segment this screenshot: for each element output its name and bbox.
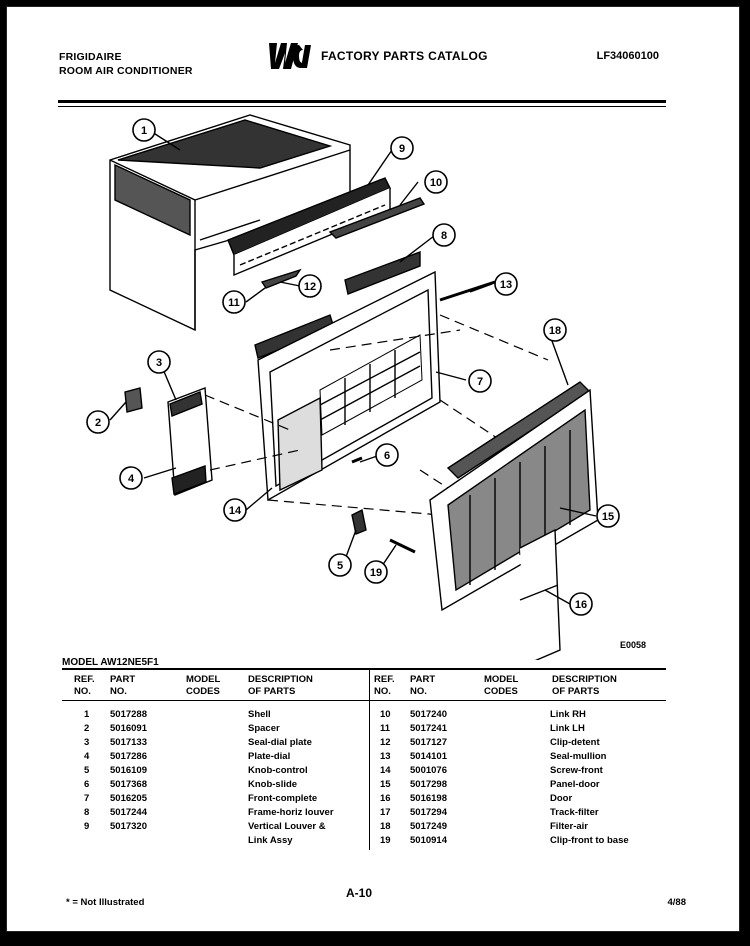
catalog-title: FACTORY PARTS CATALOG <box>321 49 488 63</box>
diagram-id: E0058 <box>620 640 647 650</box>
callout-19: 19 <box>370 567 382 579</box>
clip-part <box>260 268 302 289</box>
callout-6: 6 <box>384 450 390 462</box>
link-part <box>328 197 426 239</box>
catalog-number: LF34060100 <box>596 50 659 62</box>
callout-14: 14 <box>229 505 242 517</box>
callout-15: 15 <box>602 511 614 523</box>
callout-4: 4 <box>128 473 135 485</box>
callout-12: 12 <box>304 281 316 293</box>
header-codes-left: MODEL CODES <box>186 674 221 697</box>
knob-control-part <box>351 508 367 535</box>
table-top-rule <box>62 668 666 670</box>
callout-10: 10 <box>430 177 442 189</box>
header-title-block: FACTORY PARTS CATALOG <box>263 41 488 71</box>
print-date: 4/88 <box>667 897 687 908</box>
header-part-left: PART NO. <box>110 674 136 697</box>
header-part-right: PART NO. <box>410 674 436 697</box>
product-name: ROOM AIR CONDITIONER <box>59 65 193 77</box>
filter-panel-part <box>429 381 599 612</box>
clip-front-part <box>389 538 416 554</box>
table-header-rule <box>62 700 666 701</box>
table-center-divider <box>369 670 370 850</box>
footnote: * = Not Illustrated <box>66 897 145 908</box>
wci-logo <box>269 43 311 69</box>
callout-3: 3 <box>156 357 162 369</box>
horiz-louver-frame-part <box>344 250 421 295</box>
header-ref-left: REF. NO. <box>74 674 95 697</box>
header-desc-left: DESCRIPTION OF PARTS <box>248 674 313 697</box>
callout-13: 13 <box>500 279 512 291</box>
shell-part <box>109 114 351 332</box>
exploded-parts-diagram: 1 9 10 8 12 11 13 18 3 7 2 6 4 14 15 5 1… <box>86 114 620 660</box>
callout-2: 2 <box>95 417 101 429</box>
spacer-part <box>124 387 143 413</box>
callout-circles <box>86 118 620 616</box>
table-header: REF. NO. PART NO. MODEL CODES DESCRIPTIO… <box>62 674 666 706</box>
brand-name: FRIGIDAIRE <box>59 51 122 63</box>
page-number: A-10 <box>346 886 373 900</box>
header-ref-right: REF. NO. <box>374 674 395 697</box>
louver-assembly-part <box>227 177 391 277</box>
callout-18: 18 <box>549 325 561 337</box>
door-part <box>519 528 561 660</box>
header-desc-right: DESCRIPTION OF PARTS <box>552 674 617 697</box>
callout-5: 5 <box>337 560 343 572</box>
model-label: MODEL AW12NE5F1 <box>62 657 159 668</box>
callout-7: 7 <box>477 376 483 388</box>
header-codes-right: MODEL CODES <box>484 674 519 697</box>
callout-labels: 1 9 10 8 12 11 13 18 3 7 2 6 4 14 15 5 1… <box>95 125 614 611</box>
callout-11: 11 <box>228 297 240 309</box>
front-frame-part <box>257 270 441 502</box>
callout-9: 9 <box>399 143 405 155</box>
callout-16: 16 <box>575 599 587 611</box>
header-brand-block: FRIGIDAIRE ROOM AIR CONDITIONER <box>59 50 193 78</box>
header-rule-thin <box>58 106 666 107</box>
header-rule-thick <box>58 100 666 103</box>
callout-1: 1 <box>141 125 147 137</box>
callout-8: 8 <box>441 230 447 242</box>
